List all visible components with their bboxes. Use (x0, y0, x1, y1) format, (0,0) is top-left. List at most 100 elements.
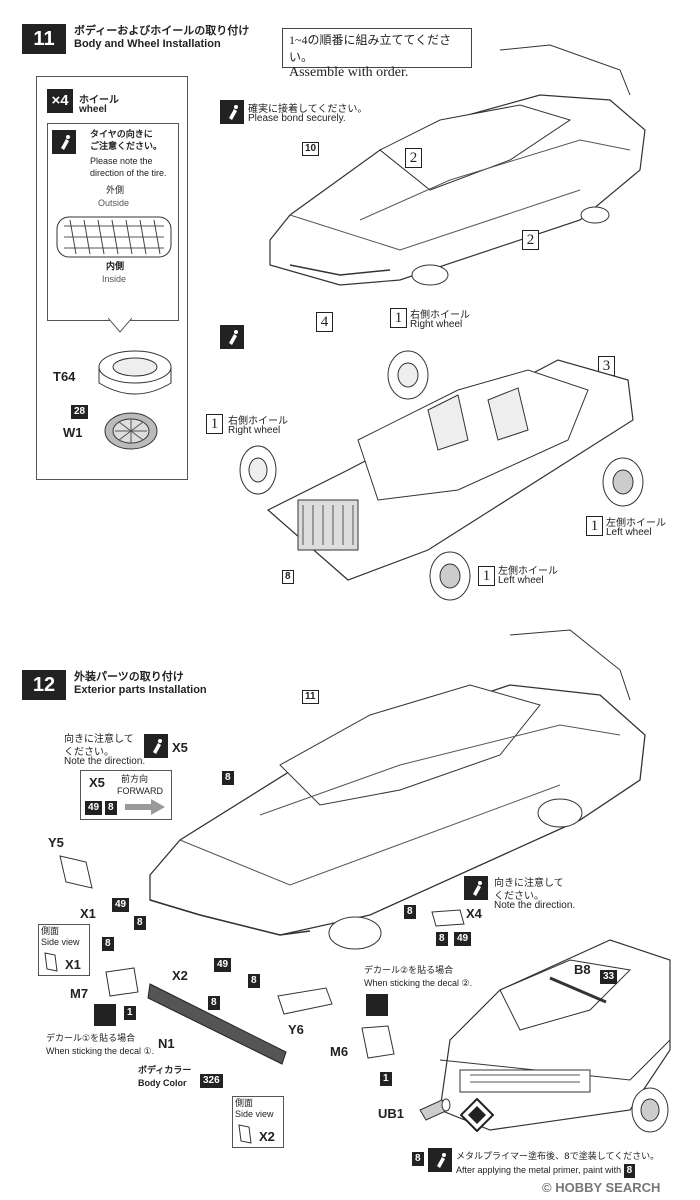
m6-label: M6 (330, 1044, 349, 1059)
x4-label: X4 (466, 906, 482, 921)
y6-part-icon (277, 987, 333, 1015)
forward-arrow-icon (125, 799, 165, 815)
step-12-number: 12 (22, 670, 66, 700)
m6-ref-1: 1 (380, 1072, 392, 1086)
m7-label: M7 (70, 986, 89, 1001)
glue-chassis-icon (220, 325, 244, 349)
callout-tail-icon (108, 318, 132, 333)
x1-label: X1 (80, 906, 96, 921)
metal-primer-en-wrap: After applying the metal primer, paint w… (456, 1164, 636, 1178)
wheel-label-en: wheel (79, 104, 107, 115)
x2-side-label: X2 (259, 1129, 275, 1144)
tire-tread-icon (56, 216, 172, 258)
x5-label: X5 (89, 775, 105, 790)
x5-note-jp-1: 向きに注意して (64, 734, 134, 745)
x2-ref-8: 8 (248, 974, 260, 988)
x4-ref-8-b: 8 (436, 932, 448, 946)
car-rear-drawing (439, 939, 671, 1133)
x4-ref-8: 8 (404, 905, 416, 919)
tire-note-jp-1: タイヤの向きに (90, 130, 153, 140)
tire-note-en-1: Please note the (90, 156, 153, 166)
tire-part-label: T64 (53, 369, 76, 384)
body-ref-11: 11 (302, 690, 319, 704)
right-wheel-jp: 右側ホイール (228, 416, 288, 427)
bond-glue-icon (220, 100, 244, 124)
m7-ref-1: 1 (124, 1006, 136, 1020)
decal2-en: When sticking the decal ②. (364, 978, 473, 988)
right-wheel-top-en: Right wheel (410, 319, 463, 330)
n1-label: N1 (158, 1036, 175, 1051)
x2-ref-8-b: 8 (208, 996, 220, 1010)
x4-ref-49: 49 (454, 932, 472, 946)
decal1-icon (94, 1004, 116, 1026)
qty-value: 4 (60, 92, 69, 109)
metal-primer-ref: 8 (623, 1164, 636, 1178)
seq-1-left: 1 (586, 516, 603, 536)
x5-ref-8-top: 8 (222, 771, 234, 785)
x5-ref-49: 49 (85, 801, 103, 815)
b8-wiper-icon (549, 976, 607, 1004)
step-11-number: 11 (22, 24, 66, 54)
b8-ref-33: 33 (600, 970, 618, 984)
ub1-label: UB1 (378, 1106, 405, 1121)
x2-side-en: Side view (235, 1109, 274, 1119)
seq-1-right: 1 (206, 414, 223, 434)
seq-2-side: 2 (522, 230, 539, 250)
x1-side-view-box: 側面 Side view X1 (38, 924, 90, 976)
x1-side-jp: 側面 (41, 927, 60, 937)
tire-note-en-2: direction of the tire. (90, 168, 167, 178)
tire-note-box: タイヤの向きに ご注意ください。 Please note the directi… (47, 123, 179, 333)
chassis-drawing (239, 350, 644, 601)
x1-side-icon (44, 952, 58, 972)
x2-side-icon (238, 1124, 252, 1144)
tire-note-jp-2: ご注意ください。 (90, 142, 163, 152)
metal-primer-en: After applying the metal primer, paint w… (456, 1165, 622, 1175)
x4-glue-icon (464, 876, 488, 900)
x2-side-view-box: 側面 Side view X2 (232, 1096, 284, 1148)
left-wheel-bottom-jp: 左側ホイール (498, 566, 558, 577)
wheel-label-jp: ホイール (79, 95, 119, 106)
body-color-jp: ボディカラー (138, 1066, 192, 1076)
car-body-drawing (269, 44, 646, 286)
inside-en: Inside (102, 274, 127, 284)
forward-en: FORWARD (117, 786, 163, 796)
ub1-glue-icon (428, 1148, 452, 1172)
order-note: 1~4の順番に組み立ててください。 Assemble with order. (282, 28, 472, 80)
wheel-ref-badge: 28 (71, 405, 89, 419)
body-ref-10: 10 (302, 142, 320, 156)
car-exterior-drawing (149, 629, 646, 950)
x4-note-jp-1: 向きに注意して (494, 878, 564, 889)
right-wheel-en: Right wheel (228, 425, 281, 436)
x4-part-icon (431, 909, 465, 927)
x4-note-en: Note the direction. (494, 900, 576, 911)
glue-icon (52, 130, 76, 154)
x1-ref-8-b: 8 (102, 937, 114, 951)
x1-side-en: Side view (41, 937, 80, 947)
seq-1-right-top: 1 (390, 308, 407, 328)
x4-note-jp-2: ください。 (494, 891, 544, 902)
wheel-box: ×4 ホイール wheel タイヤの向きに ご注意ください。 Please no… (36, 76, 188, 480)
decal2-icon (366, 994, 388, 1016)
y5-part-icon (59, 855, 93, 889)
y6-label: Y6 (288, 1022, 304, 1037)
body-color-ref: 326 (200, 1074, 223, 1088)
y5-label: Y5 (48, 835, 64, 850)
seq-4: 4 (316, 312, 333, 332)
x2-label: X2 (172, 968, 188, 983)
m7-plate-icon (105, 967, 139, 997)
qty-badge: ×4 (47, 89, 73, 113)
x1-side-label: X1 (65, 957, 81, 972)
left-wheel-jp: 左側ホイール (606, 518, 666, 529)
decal1-en: When sticking the decal ①. (46, 1046, 155, 1056)
x5-note-jp-2: ください。 (64, 747, 114, 758)
x1-ref-8: 8 (134, 916, 146, 930)
outside-en: Outside (98, 198, 130, 208)
x5-label-top: X5 (172, 740, 188, 755)
step-11-title-en: Body and Wheel Installation (74, 38, 221, 50)
step-12-title-jp: 外装パーツの取り付け (74, 670, 184, 683)
outside-jp: 外側 (106, 186, 125, 196)
x2-ref-49: 49 (214, 958, 232, 972)
right-wheel-top-jp: 右側ホイール (410, 310, 470, 321)
bond-note-jp: 確実に接着してください。 (248, 104, 368, 115)
x2-side-jp: 側面 (235, 1099, 254, 1109)
